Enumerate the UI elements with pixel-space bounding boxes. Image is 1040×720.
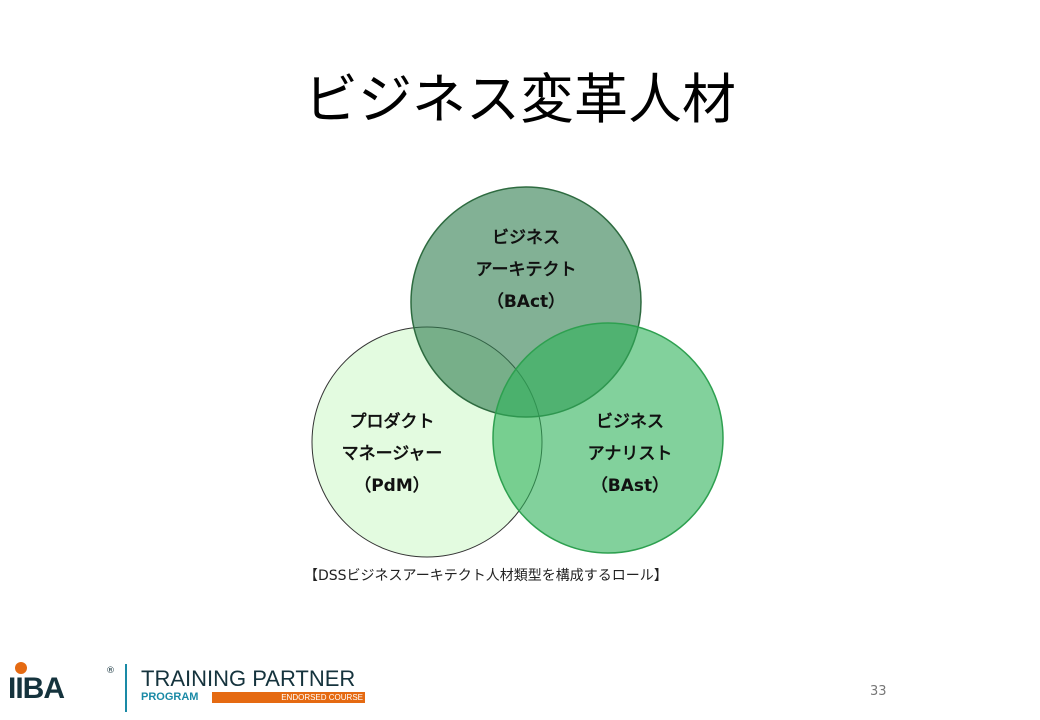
label-line: （BAct） [486,292,566,312]
venn-label-bast: ビジネス アナリスト （BAst） [550,406,710,502]
logo-divider [125,664,127,712]
venn-label-pdm: プロダクト マネージャー （PdM） [312,406,472,502]
label-line: （BAst） [590,476,670,496]
logo-training-partner: TRAINING PARTNER [141,666,356,691]
venn-label-bact: ビジネス アーキテクト （BAct） [446,222,606,318]
page-number: 33 [870,684,887,699]
logo-brand: IIBA [8,672,65,705]
logo-endorsed-badge: ENDORSED COURSE [212,692,365,703]
logo-dot-icon [15,662,27,674]
label-line: （PdM） [354,476,430,496]
slide-title: ビジネス変革人材 [304,68,736,131]
logo-program: PROGRAM [141,691,199,703]
label-line: アーキテクト [475,260,577,280]
diagram-caption: 【DSSビジネスアーキテクト人材類型を構成するロール】 [304,568,668,584]
label-line: プロダクト [349,412,435,432]
registered-mark: ® [106,666,115,676]
label-line: アナリスト [587,444,673,464]
label-line: ビジネス [596,412,664,432]
label-line: ビジネス [492,228,560,248]
iiba-logo: IIBA ® TRAINING PARTNER PROGRAM ENDORSED… [6,658,366,712]
venn-circle-bast [492,322,724,554]
label-line: マネージャー [341,444,443,464]
